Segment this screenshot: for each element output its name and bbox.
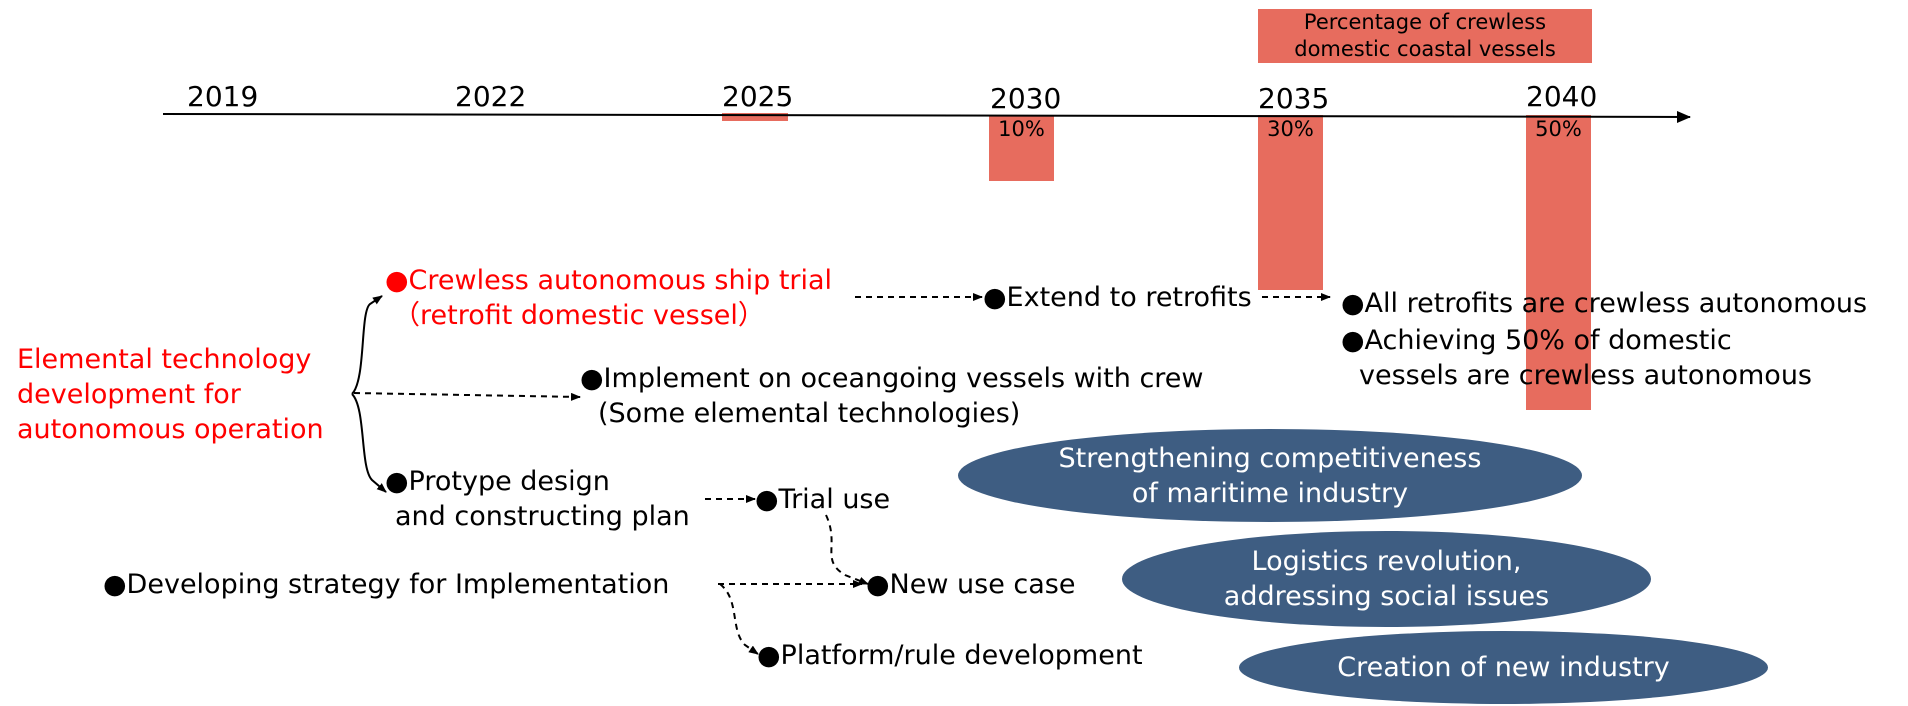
pct-label-50: 50% [1535,117,1582,141]
elemental-technology-label: Elemental technology development for aut… [17,342,324,447]
year-2019: 2019 [187,80,259,113]
branch-to-prototype [351,393,387,493]
achieving-item: ●Achieving 50% of domestic vessels are c… [1341,323,1812,393]
crewless-trial-line-2: （retrofit domestic vessel） [393,300,765,331]
implement-line-1: ●Implement on oceangoing vessels with cr… [580,363,1204,394]
prototype-design-item: ●Protype design and constructing plan [385,464,690,534]
creation-line: Creation of new industry [1337,652,1670,683]
extend-retrofits-item: ●Extend to retrofits [983,282,1252,313]
year-2025: 2025 [722,80,794,113]
timeline-axis [162,110,1691,123]
percentage-header-line-2: domestic coastal vessels [1294,37,1556,61]
year-2030: 2030 [990,82,1062,115]
bar-2025-marker [722,113,788,121]
prototype-line-2: and constructing plan [395,501,690,532]
year-2022: 2022 [455,80,527,113]
strengthening-line-1: Strengthening competitiveness [1058,442,1482,474]
outcome-strengthening-ellipse: Strengthening competitiveness of maritim… [958,429,1582,522]
logistics-line-1: Logistics revolution, [1251,546,1522,577]
branch-to-trial [351,295,383,395]
pct-label-30: 30% [1267,117,1314,141]
all-retrofits-item: ●All retrofits are crewless autonomous [1341,288,1868,319]
outcome-logistics-ellipse: Logistics revolution, addressing social … [1122,531,1651,627]
strengthening-line-2: of maritime industry [1131,477,1409,509]
crewless-trial-line-1: ●Crewless autonomous ship trial [385,265,833,296]
developing-strategy-item: ●Developing strategy for Implementation [103,569,670,600]
pct-label-10: 10% [998,117,1045,141]
implement-oceangoing-item: ●Implement on oceangoing vessels with cr… [580,361,1204,431]
logistics-line-2: addressing social issues [1223,581,1550,612]
bar-2030 [989,115,1054,181]
new-use-case-item: ●New use case [866,569,1076,600]
arrow-trial-to-newuse [825,514,869,585]
percentage-header-box: Percentage of crewless domestic coastal … [1258,9,1592,63]
elemental-line-3: autonomous operation [17,414,324,445]
year-2035: 2035 [1258,82,1330,115]
elemental-line-1: Elemental technology [17,344,312,375]
crewless-trial-item: ●Crewless autonomous ship trial （retrofi… [385,263,832,333]
outcome-creation-ellipse: Creation of new industry [1239,631,1768,704]
arrow-strategy-to-platform [719,583,759,655]
achieving-line-2: vessels are crewless autonomous [1359,360,1813,391]
achieving-line-1: ●Achieving 50% of domestic [1341,325,1732,356]
branch-to-implement [353,392,581,401]
elemental-line-2: development for [17,379,241,410]
platform-rule-item: ●Platform/rule development [757,640,1143,671]
year-2040: 2040 [1526,80,1598,113]
prototype-line-1: ●Protype design [385,466,610,497]
bar-2035 [1258,115,1323,290]
percentage-header-line-1: Percentage of crewless [1303,10,1547,34]
trial-use-item: ●Trial use [755,484,891,515]
implement-line-2: (Some elemental technologies) [598,398,1021,429]
bar-2040 [1526,115,1591,410]
